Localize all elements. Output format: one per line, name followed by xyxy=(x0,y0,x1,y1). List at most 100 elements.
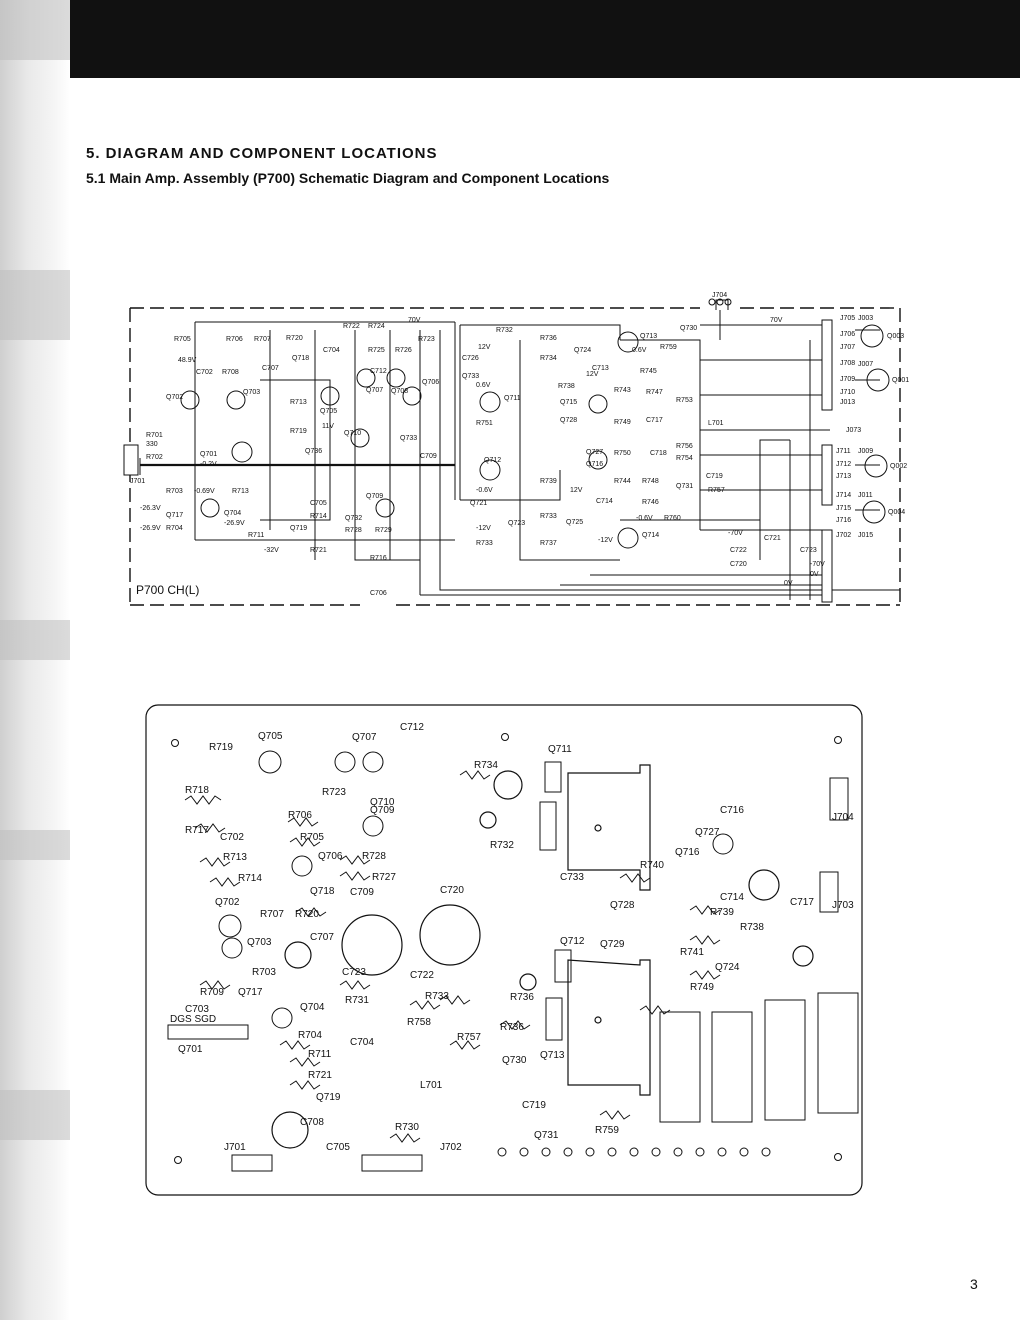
svg-text:C714: C714 xyxy=(596,498,613,505)
svg-text:R728: R728 xyxy=(362,851,386,862)
section-subtitle: 5.1 Main Amp. Assembly (P700) Schematic … xyxy=(86,170,610,186)
svg-text:Q728: Q728 xyxy=(560,417,577,424)
svg-text:R740: R740 xyxy=(640,860,664,871)
svg-text:R723: R723 xyxy=(322,787,346,798)
svg-text:Q704: Q704 xyxy=(224,510,241,517)
svg-text:Q702: Q702 xyxy=(215,897,240,908)
svg-text:R708: R708 xyxy=(222,369,239,376)
svg-text:Q705: Q705 xyxy=(320,408,337,415)
svg-text:Q703: Q703 xyxy=(243,389,260,396)
svg-text:J707: J707 xyxy=(840,344,855,351)
svg-text:R718: R718 xyxy=(185,785,209,796)
svg-text:Q707: Q707 xyxy=(366,387,383,394)
svg-text:C719: C719 xyxy=(706,473,723,480)
svg-text:L701: L701 xyxy=(420,1080,443,1091)
svg-text:R746: R746 xyxy=(642,499,659,506)
svg-text:-0.6V: -0.6V xyxy=(636,515,653,522)
section-title: 5. DIAGRAM AND COMPONENT LOCATIONS xyxy=(86,145,438,162)
svg-text:Q724: Q724 xyxy=(574,347,591,354)
svg-text:C705: C705 xyxy=(326,1142,350,1153)
svg-text:R757: R757 xyxy=(457,1032,481,1043)
svg-text:R703: R703 xyxy=(252,967,276,978)
svg-text:Q719: Q719 xyxy=(316,1092,341,1103)
svg-text:R711: R711 xyxy=(308,1049,332,1060)
svg-text:Q713: Q713 xyxy=(640,333,657,340)
svg-text:C709: C709 xyxy=(350,887,374,898)
svg-text:C707: C707 xyxy=(262,365,279,372)
svg-text:C723: C723 xyxy=(800,547,817,554)
svg-text:R756: R756 xyxy=(676,443,693,450)
svg-text:R726: R726 xyxy=(395,347,412,354)
svg-text:R738: R738 xyxy=(558,383,575,390)
svg-text:Q730: Q730 xyxy=(680,325,697,332)
svg-text:R737: R737 xyxy=(540,540,557,547)
svg-text:C707: C707 xyxy=(310,932,334,943)
svg-text:R734: R734 xyxy=(540,355,557,362)
svg-text:0V: 0V xyxy=(810,571,819,578)
svg-text:0.6V: 0.6V xyxy=(632,347,647,354)
output-transistor-q002: Q002 xyxy=(890,463,907,470)
svg-text:R721: R721 xyxy=(308,1070,332,1081)
svg-text:J715: J715 xyxy=(836,505,851,512)
svg-text:J708: J708 xyxy=(840,360,855,367)
svg-text:R753: R753 xyxy=(676,397,693,404)
svg-text:R707: R707 xyxy=(254,336,271,343)
svg-text:R719: R719 xyxy=(290,428,307,435)
svg-text:R703: R703 xyxy=(166,488,183,495)
svg-text:R716: R716 xyxy=(370,555,387,562)
svg-text:Q701: Q701 xyxy=(178,1044,203,1055)
svg-text:R759: R759 xyxy=(595,1125,619,1136)
svg-text:Q733: Q733 xyxy=(462,373,479,380)
svg-text:R701: R701 xyxy=(146,432,163,439)
svg-text:Q729: Q729 xyxy=(600,939,625,950)
svg-text:Q717: Q717 xyxy=(166,512,183,519)
svg-text:Q709: Q709 xyxy=(370,805,395,816)
svg-text:Q721: Q721 xyxy=(470,500,487,507)
svg-text:C721: C721 xyxy=(764,535,781,542)
svg-text:J711: J711 xyxy=(836,448,851,455)
svg-text:R728: R728 xyxy=(345,527,362,534)
svg-text:R760: R760 xyxy=(664,515,681,522)
svg-text:C717: C717 xyxy=(646,417,663,424)
svg-text:Q703: Q703 xyxy=(247,937,272,948)
svg-text:R732: R732 xyxy=(496,327,513,334)
svg-text:R748: R748 xyxy=(642,478,659,485)
svg-text:R722: R722 xyxy=(343,323,360,330)
svg-text:C720: C720 xyxy=(730,561,747,568)
svg-text:330: 330 xyxy=(146,441,158,448)
svg-text:J705: J705 xyxy=(840,315,855,322)
svg-text:R732: R732 xyxy=(490,840,514,851)
svg-text:-26.3V: -26.3V xyxy=(140,505,161,512)
svg-text:-0.69V: -0.69V xyxy=(194,488,215,495)
svg-text:12V: 12V xyxy=(586,371,599,378)
svg-text:-26.9V: -26.9V xyxy=(140,525,161,532)
svg-text:-12V: -12V xyxy=(476,525,491,532)
svg-text:C717: C717 xyxy=(790,897,814,908)
svg-text:Q710: Q710 xyxy=(370,797,395,808)
svg-text:R739: R739 xyxy=(710,907,734,918)
svg-text:Q728: Q728 xyxy=(610,900,635,911)
svg-text:C719: C719 xyxy=(522,1100,546,1111)
svg-text:R719: R719 xyxy=(209,742,233,753)
svg-text:Q704: Q704 xyxy=(300,1002,325,1013)
svg-text:Q712: Q712 xyxy=(484,457,501,464)
svg-text:J702: J702 xyxy=(836,532,851,539)
svg-text:R713: R713 xyxy=(223,852,247,863)
svg-text:C703: C703 xyxy=(185,1004,209,1015)
svg-text:R717: R717 xyxy=(185,825,209,836)
svg-text:J714: J714 xyxy=(836,492,851,499)
svg-text:R720: R720 xyxy=(286,335,303,342)
svg-text:J011: J011 xyxy=(858,492,873,499)
svg-text:J003: J003 xyxy=(858,315,873,322)
svg-text:R757: R757 xyxy=(708,487,725,494)
svg-text:R743: R743 xyxy=(614,387,631,394)
svg-text:R754: R754 xyxy=(676,455,693,462)
output-transistor-q001: Q001 xyxy=(892,377,909,384)
svg-text:70V: 70V xyxy=(408,317,421,324)
svg-text:C718: C718 xyxy=(650,450,667,457)
svg-text:C702: C702 xyxy=(220,832,244,843)
svg-text:R736: R736 xyxy=(510,992,534,1003)
svg-text:Q706: Q706 xyxy=(422,379,439,386)
svg-text:R749: R749 xyxy=(614,419,631,426)
